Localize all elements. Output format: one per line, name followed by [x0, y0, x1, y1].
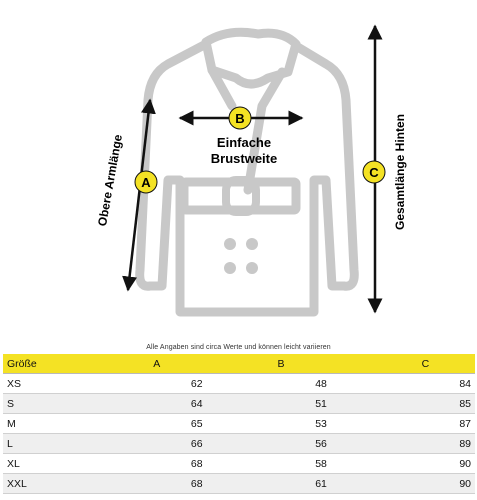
- cell-a: 68: [149, 453, 207, 474]
- badge-a: A: [134, 170, 158, 194]
- header-size: Größe: [3, 354, 150, 374]
- cell-c: 89: [417, 433, 475, 454]
- badge-a-letter: A: [141, 175, 151, 190]
- cell-a: 64: [149, 393, 207, 414]
- cell-b: 61: [273, 473, 331, 494]
- coat-body: [135, 39, 359, 317]
- cell-size: M: [3, 413, 150, 434]
- cell-b: 53: [273, 413, 331, 434]
- cell-c: 90: [417, 473, 475, 494]
- table-header-row: Größe A B C: [3, 354, 475, 374]
- cell-a: 65: [149, 413, 207, 434]
- cell-size: S: [3, 393, 150, 414]
- badge-c: C: [362, 160, 386, 184]
- cell-c: 84: [417, 373, 475, 394]
- label-total-back-length: Gesamtlänge Hinten: [393, 114, 407, 230]
- cell-size: XL: [3, 453, 150, 474]
- label-upper-arm-length: Obere Armlänge: [95, 133, 125, 227]
- header-b: B: [273, 354, 331, 374]
- coat-buttons: [224, 238, 258, 274]
- cell-size: XXL: [3, 473, 150, 494]
- collar-shape: [201, 27, 301, 89]
- cell-a: 62: [149, 373, 207, 394]
- header-a: A: [149, 354, 207, 374]
- size-table: Größe A B C XS 62 48 84 S 64 51 85 M 65: [3, 354, 475, 494]
- cell-a: 68: [149, 473, 207, 494]
- table-row: L 66 56 89: [3, 433, 475, 454]
- lapel-line: [207, 65, 287, 195]
- cell-b: 48: [273, 373, 331, 394]
- table-row: M 65 53 87: [3, 413, 475, 434]
- button: [246, 238, 258, 250]
- button: [224, 238, 236, 250]
- belt-buckle: [222, 176, 260, 216]
- badge-c-letter: C: [369, 165, 379, 180]
- cell-b: 51: [273, 393, 331, 414]
- cell-b: 56: [273, 433, 331, 454]
- table-row: XXL 68 61 90: [3, 473, 475, 494]
- button: [246, 262, 258, 274]
- cell-c: 85: [417, 393, 475, 414]
- belt: [179, 177, 301, 215]
- header-c: C: [417, 354, 475, 374]
- cell-b: 58: [273, 453, 331, 474]
- header-spacer: [330, 354, 418, 374]
- badge-b-letter: B: [235, 111, 244, 126]
- header-spacer: [206, 354, 274, 374]
- cell-a: 66: [149, 433, 207, 454]
- measurement-note: Alle Angaben sind circa Werte und können…: [146, 344, 331, 351]
- cell-c: 87: [417, 413, 475, 434]
- arrow-a: [122, 98, 156, 292]
- button: [224, 262, 236, 274]
- table-row: XL 68 58 90: [3, 453, 475, 474]
- badge-b: B: [228, 106, 252, 130]
- coat-size-illustration: A B C Obere Armlänge Einfache Brustweite…: [95, 24, 407, 317]
- label-chest-line2: Brustweite: [211, 151, 277, 166]
- cell-c: 90: [417, 453, 475, 474]
- cell-size: L: [3, 433, 150, 454]
- label-chest-line1: Einfache: [217, 135, 271, 150]
- cell-size: XS: [3, 373, 150, 394]
- table-row: S 64 51 85: [3, 393, 475, 414]
- table-row: XS 62 48 84: [3, 373, 475, 394]
